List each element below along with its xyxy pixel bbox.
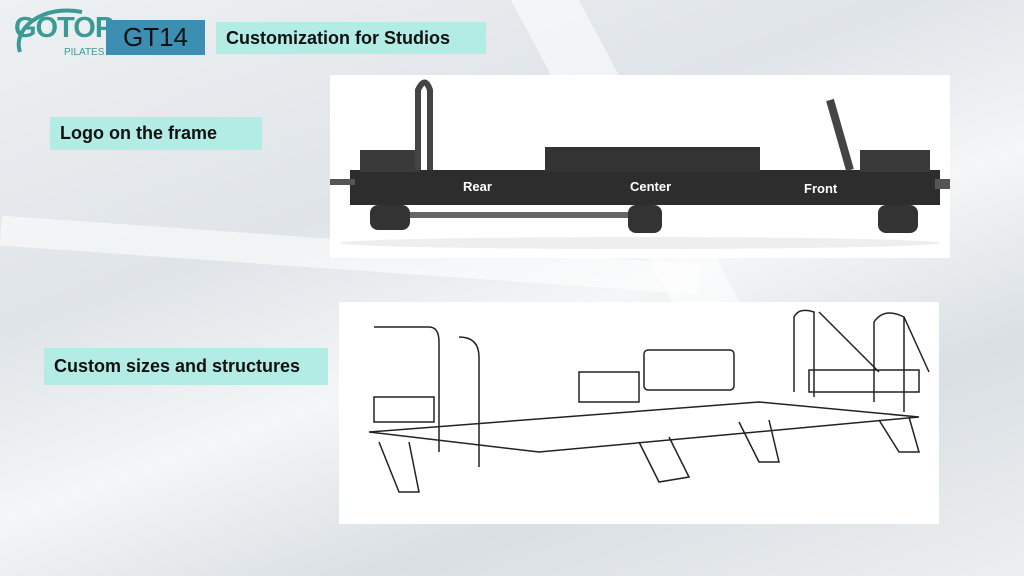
label-center: Center <box>630 179 672 194</box>
reformer-line-drawing-image <box>339 302 939 524</box>
label-rear: Rear <box>463 179 492 194</box>
model-badge: GT14 <box>106 20 205 55</box>
logo-text: GOTOP <box>14 12 114 44</box>
logo-subtext: PILATES <box>64 47 105 58</box>
logo-swoosh-icon <box>16 8 83 53</box>
feature-label-sizes: Custom sizes and structures <box>44 348 328 385</box>
page-title: Customization for Studios <box>216 22 486 54</box>
brand-logo: GOTOP PILATES <box>12 4 114 59</box>
feature-label-logo: Logo on the frame <box>50 117 262 150</box>
reformer-3d-drawing <box>368 309 930 493</box>
reformer-side-drawing <box>330 79 950 249</box>
reformer-side-view-image: Rear Center Front <box>330 75 950 258</box>
label-front: Front <box>804 181 838 196</box>
